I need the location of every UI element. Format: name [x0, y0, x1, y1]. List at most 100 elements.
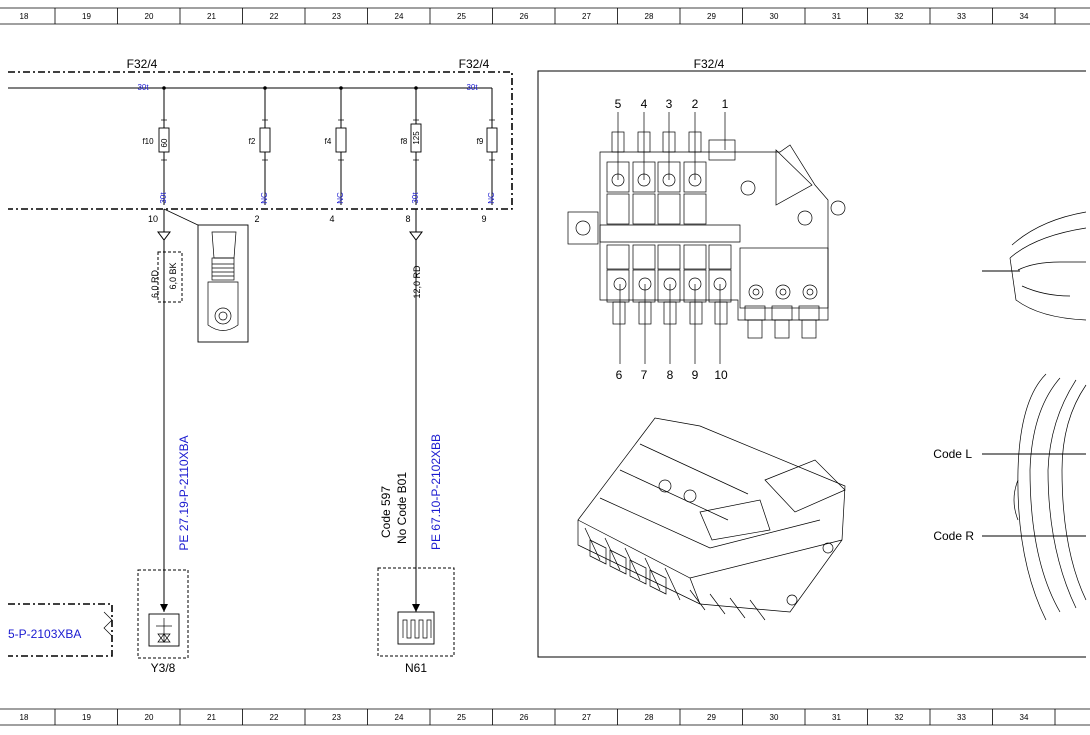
- ruler-top-number: 19: [82, 12, 91, 21]
- fuse-f8-term: 30t: [411, 192, 420, 204]
- fuse-f9: f9 NC 9: [477, 120, 498, 224]
- ruler-top-number: 31: [832, 12, 841, 21]
- wire-label-6-0-rd: 6,0 RD: [150, 269, 160, 298]
- bottom-pin-7: 7: [641, 368, 648, 382]
- ruler-bottom-number: 19: [82, 713, 91, 722]
- ruler-bottom-number: 23: [332, 713, 341, 722]
- fuse-f9-name: f9: [477, 137, 484, 146]
- ruler-top-number: 30: [770, 12, 779, 21]
- fuse-f10-name: f10: [142, 137, 154, 146]
- ref-left: PE 27.19-P-2110XBA: [177, 435, 191, 550]
- fuse-f2-pin: 2: [254, 214, 259, 224]
- ruler-bottom-number: 25: [457, 713, 466, 722]
- ruler-bottom-number: 33: [957, 713, 966, 722]
- bottom-pin-8: 8: [667, 368, 674, 382]
- ruler-bottom-number: 30: [770, 713, 779, 722]
- component-n61-label: N61: [405, 661, 427, 675]
- fuse-f2-term: NC: [260, 192, 269, 204]
- fuse-f4-pin: 4: [329, 214, 334, 224]
- ruler-bottom-number: 34: [1020, 713, 1029, 722]
- ruler-top-number: 25: [457, 12, 466, 21]
- vehicle-outlines: [1009, 211, 1087, 621]
- ruler-top-number: 29: [707, 12, 716, 21]
- ruler-bottom-number: 18: [20, 713, 29, 722]
- fuse-box-schematic: F32/4 F32/4 30t 30t f10 60 30t 10 f2: [8, 57, 513, 224]
- top-pin-callouts: 5 4 3 2 1: [615, 97, 729, 180]
- ruler-top-number: 26: [520, 12, 529, 21]
- code-l-label: Code L: [933, 447, 972, 461]
- bottom-pin-callouts: 6 7 8 9 10: [616, 284, 728, 382]
- panel-title: F32/4: [694, 57, 725, 71]
- ruler-bottom-number: 28: [645, 713, 654, 722]
- box-label-right: F32/4: [459, 57, 490, 71]
- ruler-top: 18 19 20 21 22 23 24 25 26 27 28 29 30 31 32 33 34: [0, 7, 1090, 25]
- fuse-f10: f10 60 30t 10: [142, 86, 170, 224]
- top-pin-1: 1: [722, 97, 729, 111]
- top-pin-4: 4: [641, 97, 648, 111]
- ruler-top-number: 21: [207, 12, 216, 21]
- ruler-bottom-number: 26: [520, 713, 529, 722]
- bottom-pin-9: 9: [692, 368, 699, 382]
- fuse-f8-name: f8: [401, 137, 408, 146]
- ruler-top-number: 27: [582, 12, 591, 21]
- fuse-group: f10 60 30t 10 f2 NC 2 f4 NC 4: [142, 86, 498, 224]
- no-code-b01-label: No Code B01: [395, 472, 409, 544]
- bottom-pin-10: 10: [714, 368, 728, 382]
- fuse-f8-pin: 8: [405, 214, 410, 224]
- component-n61: N61: [377, 567, 455, 675]
- ruler-bottom: 18 19 20 21 22 23 24 25 26 27 28 29 30 31 32 33 34: [0, 708, 1090, 726]
- code-r-label: Code R: [933, 529, 974, 543]
- ruler-bottom-number: 22: [270, 713, 279, 722]
- bottom-pin-6: 6: [616, 368, 623, 382]
- top-pin-5: 5: [615, 97, 622, 111]
- fuse-f8-rating: 125: [412, 131, 421, 145]
- fuse-f4: f4 NC 4: [325, 86, 347, 224]
- ref-mid: PE 67.10-P-2102XBB: [429, 434, 443, 550]
- ruler-bottom-number: 29: [707, 713, 716, 722]
- ruler-top-number: 34: [1020, 12, 1029, 21]
- ruler-bottom-number: 21: [207, 713, 216, 722]
- box-label-left: F32/4: [127, 57, 158, 71]
- ruler-bottom-number: 32: [895, 713, 904, 722]
- fuse-f10-term: 30t: [159, 192, 168, 204]
- ruler-top-number: 33: [957, 12, 966, 21]
- ruler-top-number: 20: [145, 12, 154, 21]
- ruler-top-number: 28: [645, 12, 654, 21]
- fuse-block-top-view: [567, 131, 846, 339]
- ruler-bottom-number: 31: [832, 713, 841, 722]
- ruler-bottom-number: 20: [145, 713, 154, 722]
- partial-box-left: 5-P-2103XBA: [8, 603, 113, 657]
- top-pin-3: 3: [666, 97, 673, 111]
- fuse-f10-rating: 60: [160, 138, 169, 147]
- wire-label-12-0-rd: 12,0 RD: [412, 265, 422, 299]
- code-597-label: Code 597: [379, 486, 393, 538]
- fuse-f2-name: f2: [249, 137, 256, 146]
- ref-far-left: 5-P-2103XBA: [8, 627, 81, 641]
- bus-label-a: 30t: [137, 83, 149, 92]
- fuse-f4-term: NC: [336, 192, 345, 204]
- fuse-f2: f2 NC 2: [249, 86, 271, 224]
- fuse-f9-pin: 9: [481, 214, 486, 224]
- component-y3-8-label: Y3/8: [151, 661, 176, 675]
- ruler-top-number: 18: [20, 12, 29, 21]
- ruler-top-number: 24: [395, 12, 404, 21]
- fuse-f8: f8 125 30t 8: [401, 86, 422, 224]
- ruler-top-number: 32: [895, 12, 904, 21]
- ruler-top-number: 23: [332, 12, 341, 21]
- ruler-bottom-number: 24: [395, 713, 404, 722]
- fuse-block-iso-view: [577, 417, 846, 621]
- fuse-f4-name: f4: [325, 137, 332, 146]
- ruler-top-number: 22: [270, 12, 279, 21]
- fuse-f9-term: NC: [487, 192, 496, 204]
- illustration-panel: F32/4 5 4 3 2 1: [537, 57, 1087, 658]
- fuse-f10-pin: 10: [148, 214, 158, 224]
- code-callouts: Code L Code R: [933, 270, 1086, 543]
- wire-label-6-0-bk: 6,0 BK: [168, 262, 178, 289]
- ruler-bottom-number: 27: [582, 713, 591, 722]
- wire-n61: 12,0 RD Code 597 No Code B01 PE 67.10-P-…: [379, 209, 443, 612]
- top-pin-2: 2: [692, 97, 699, 111]
- component-y3-8: Y3/8: [137, 569, 189, 675]
- wire-y3-8: 6,0 RD 6,0 BK PE 27.19-P-2110XBA: [150, 208, 249, 612]
- bus-label-b: 30t: [466, 83, 478, 92]
